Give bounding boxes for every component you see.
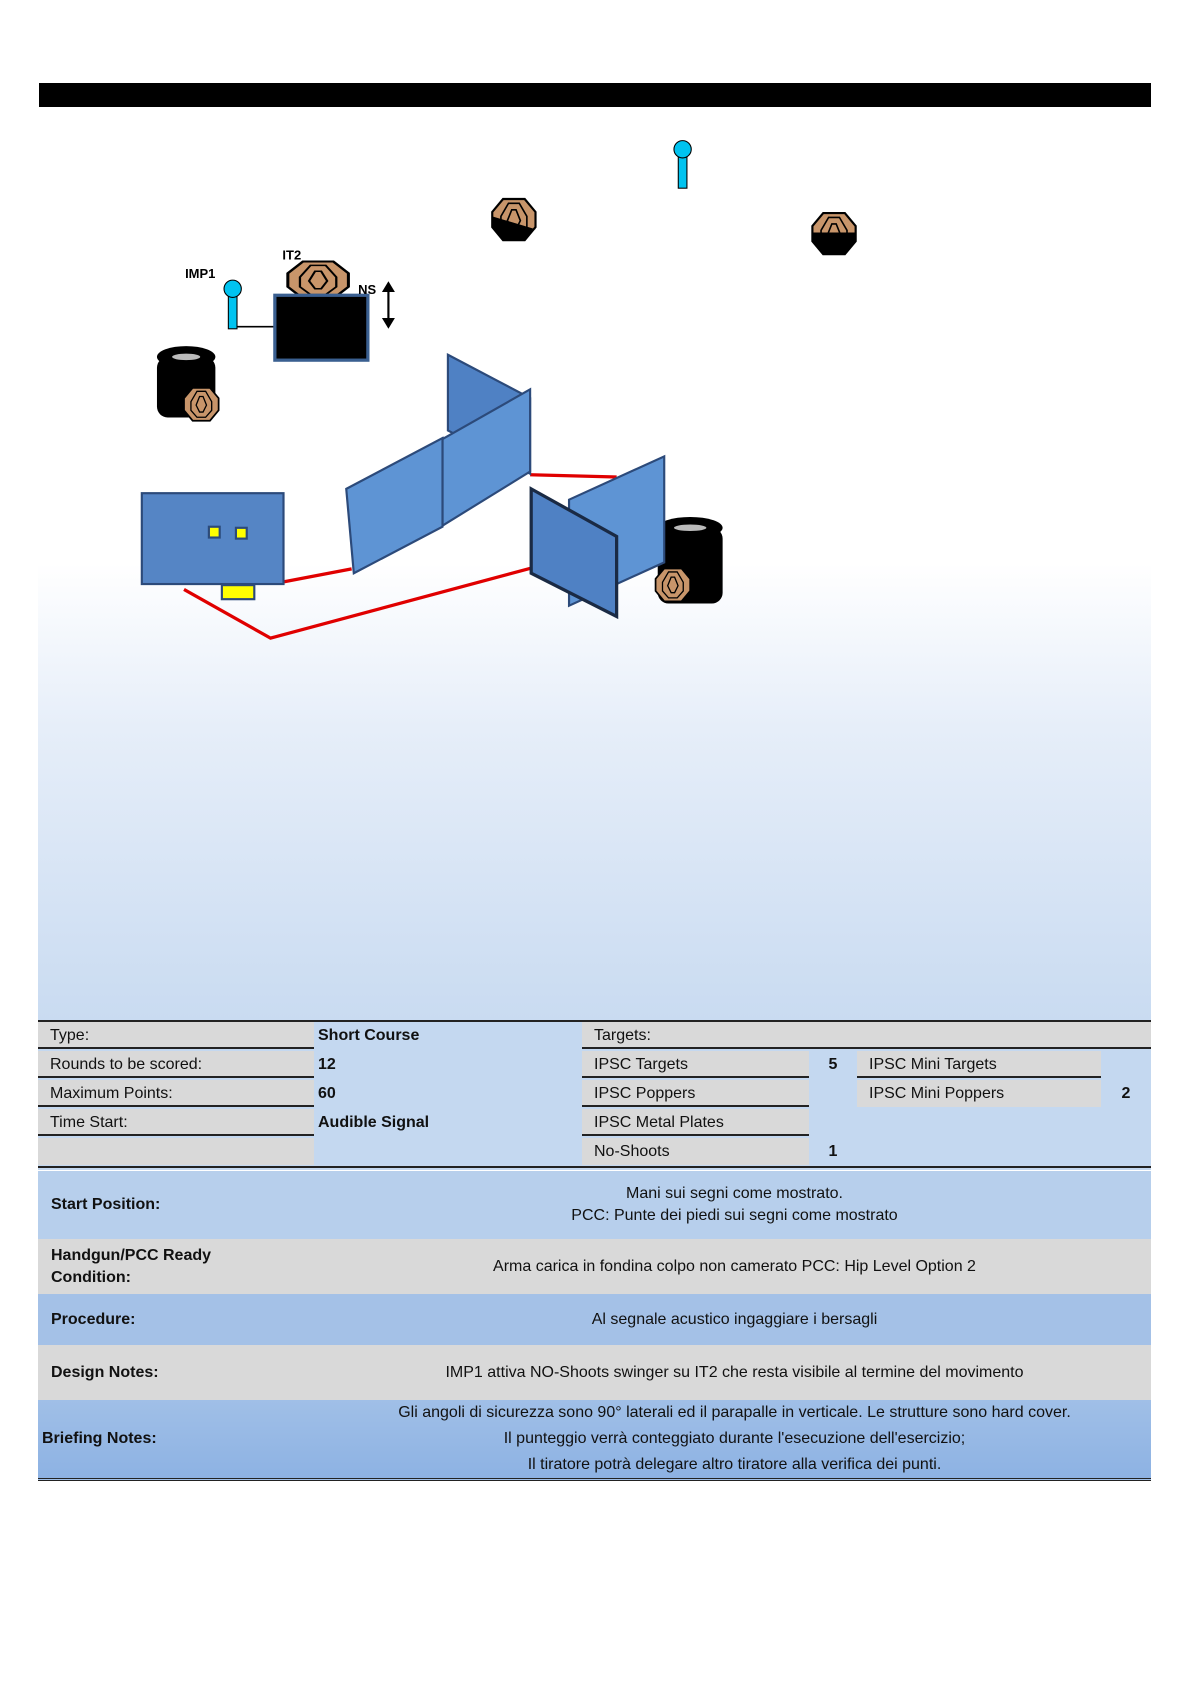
target-partial-icon <box>811 211 857 256</box>
start-box <box>140 492 285 601</box>
ready-condition-label: Handgun/PCC Ready <box>51 1246 212 1264</box>
points-label: Maximum Points: <box>38 1080 314 1107</box>
ipsc-mini-poppers-count: 2 <box>1121 1085 1131 1102</box>
fault-line <box>530 473 617 479</box>
start-position-label: Start Position: <box>51 1196 161 1213</box>
briefing-notes-line: Il tiratore potrà delegare altro tirator… <box>527 1456 942 1473</box>
ipsc-mini-targets-label: IPSC Mini Targets <box>857 1051 1101 1078</box>
start-position-line: PCC: Punte dei piedi sui segni come most… <box>571 1207 898 1224</box>
rounds-value: 12 <box>318 1056 336 1073</box>
fault-line <box>283 567 352 584</box>
ipsc-targets-label: IPSC Targets <box>582 1051 809 1078</box>
barrel-target-icon <box>156 346 220 422</box>
empty-cell <box>38 1138 314 1165</box>
target-partial-icon <box>491 197 537 242</box>
points-value: 60 <box>318 1085 336 1102</box>
procedure-row: Procedure: Al segnale acustico ingaggiar… <box>38 1294 1151 1345</box>
ipsc-mini-poppers-label: IPSC Mini Poppers <box>857 1080 1101 1107</box>
briefing-notes-line: Gli angoli di sicurezza sono 90° lateral… <box>398 1404 1071 1421</box>
ipsc-poppers-label: IPSC Poppers <box>582 1080 809 1107</box>
design-notes-row: Design Notes: IMP1 attiva NO-Shoots swin… <box>38 1345 1151 1400</box>
briefing-notes-row: Briefing Notes: Gli angoli di sicurezza … <box>38 1400 1151 1481</box>
start-position-line: Mani sui segni come mostrato. <box>626 1185 843 1202</box>
wall <box>345 352 666 620</box>
procedure-value: Al segnale acustico ingaggiare i bersagl… <box>591 1310 878 1328</box>
label-it2: IT2 <box>282 248 301 263</box>
rounds-label: Rounds to be scored: <box>38 1051 314 1078</box>
design-notes-value: IMP1 attiva NO-Shoots swinger su IT2 che… <box>445 1363 1024 1381</box>
time-start-label: Time Start: <box>38 1109 314 1136</box>
no-shoots-label: No-Shoots <box>582 1138 809 1165</box>
targets-label: Targets: <box>582 1022 1151 1049</box>
briefing-notes-label: Briefing Notes: <box>42 1430 157 1447</box>
popper-imp1-icon <box>223 279 242 330</box>
design-notes-label: Design Notes: <box>51 1363 159 1381</box>
popper-icon <box>673 140 692 189</box>
type-label: Type: <box>38 1022 314 1049</box>
header-bar <box>39 83 1151 107</box>
ready-condition-label: Condition: <box>51 1268 131 1286</box>
ipsc-targets-count: 5 <box>828 1056 838 1073</box>
stage-details-table: Type: Short Course Targets: Rounds to be… <box>38 1020 1151 1170</box>
time-start-value: Audible Signal <box>318 1114 430 1131</box>
briefing-notes-line: Il punteggio verrà conteggiato durante l… <box>503 1430 966 1447</box>
ipsc-metal-plates-label: IPSC Metal Plates <box>582 1109 809 1136</box>
barrel-target-icon <box>654 516 723 604</box>
target-it2-icon <box>286 260 350 301</box>
no-shoots-count: 1 <box>828 1143 838 1160</box>
type-value: Short Course <box>318 1027 420 1044</box>
label-ns: NS <box>358 282 376 297</box>
ready-condition-value: Arma carica in fondina colpo non camerat… <box>493 1257 976 1275</box>
start-position-row: Start Position: Mani sui segni come most… <box>38 1171 1151 1239</box>
ready-condition-row: Handgun/PCC Ready Condition: Arma carica… <box>38 1239 1151 1294</box>
fault-line <box>183 566 533 640</box>
procedure-label: Procedure: <box>51 1310 136 1328</box>
double-arrow-icon <box>381 281 395 329</box>
no-shoot-swinger <box>273 293 370 362</box>
label-imp1: IMP1 <box>185 266 215 281</box>
